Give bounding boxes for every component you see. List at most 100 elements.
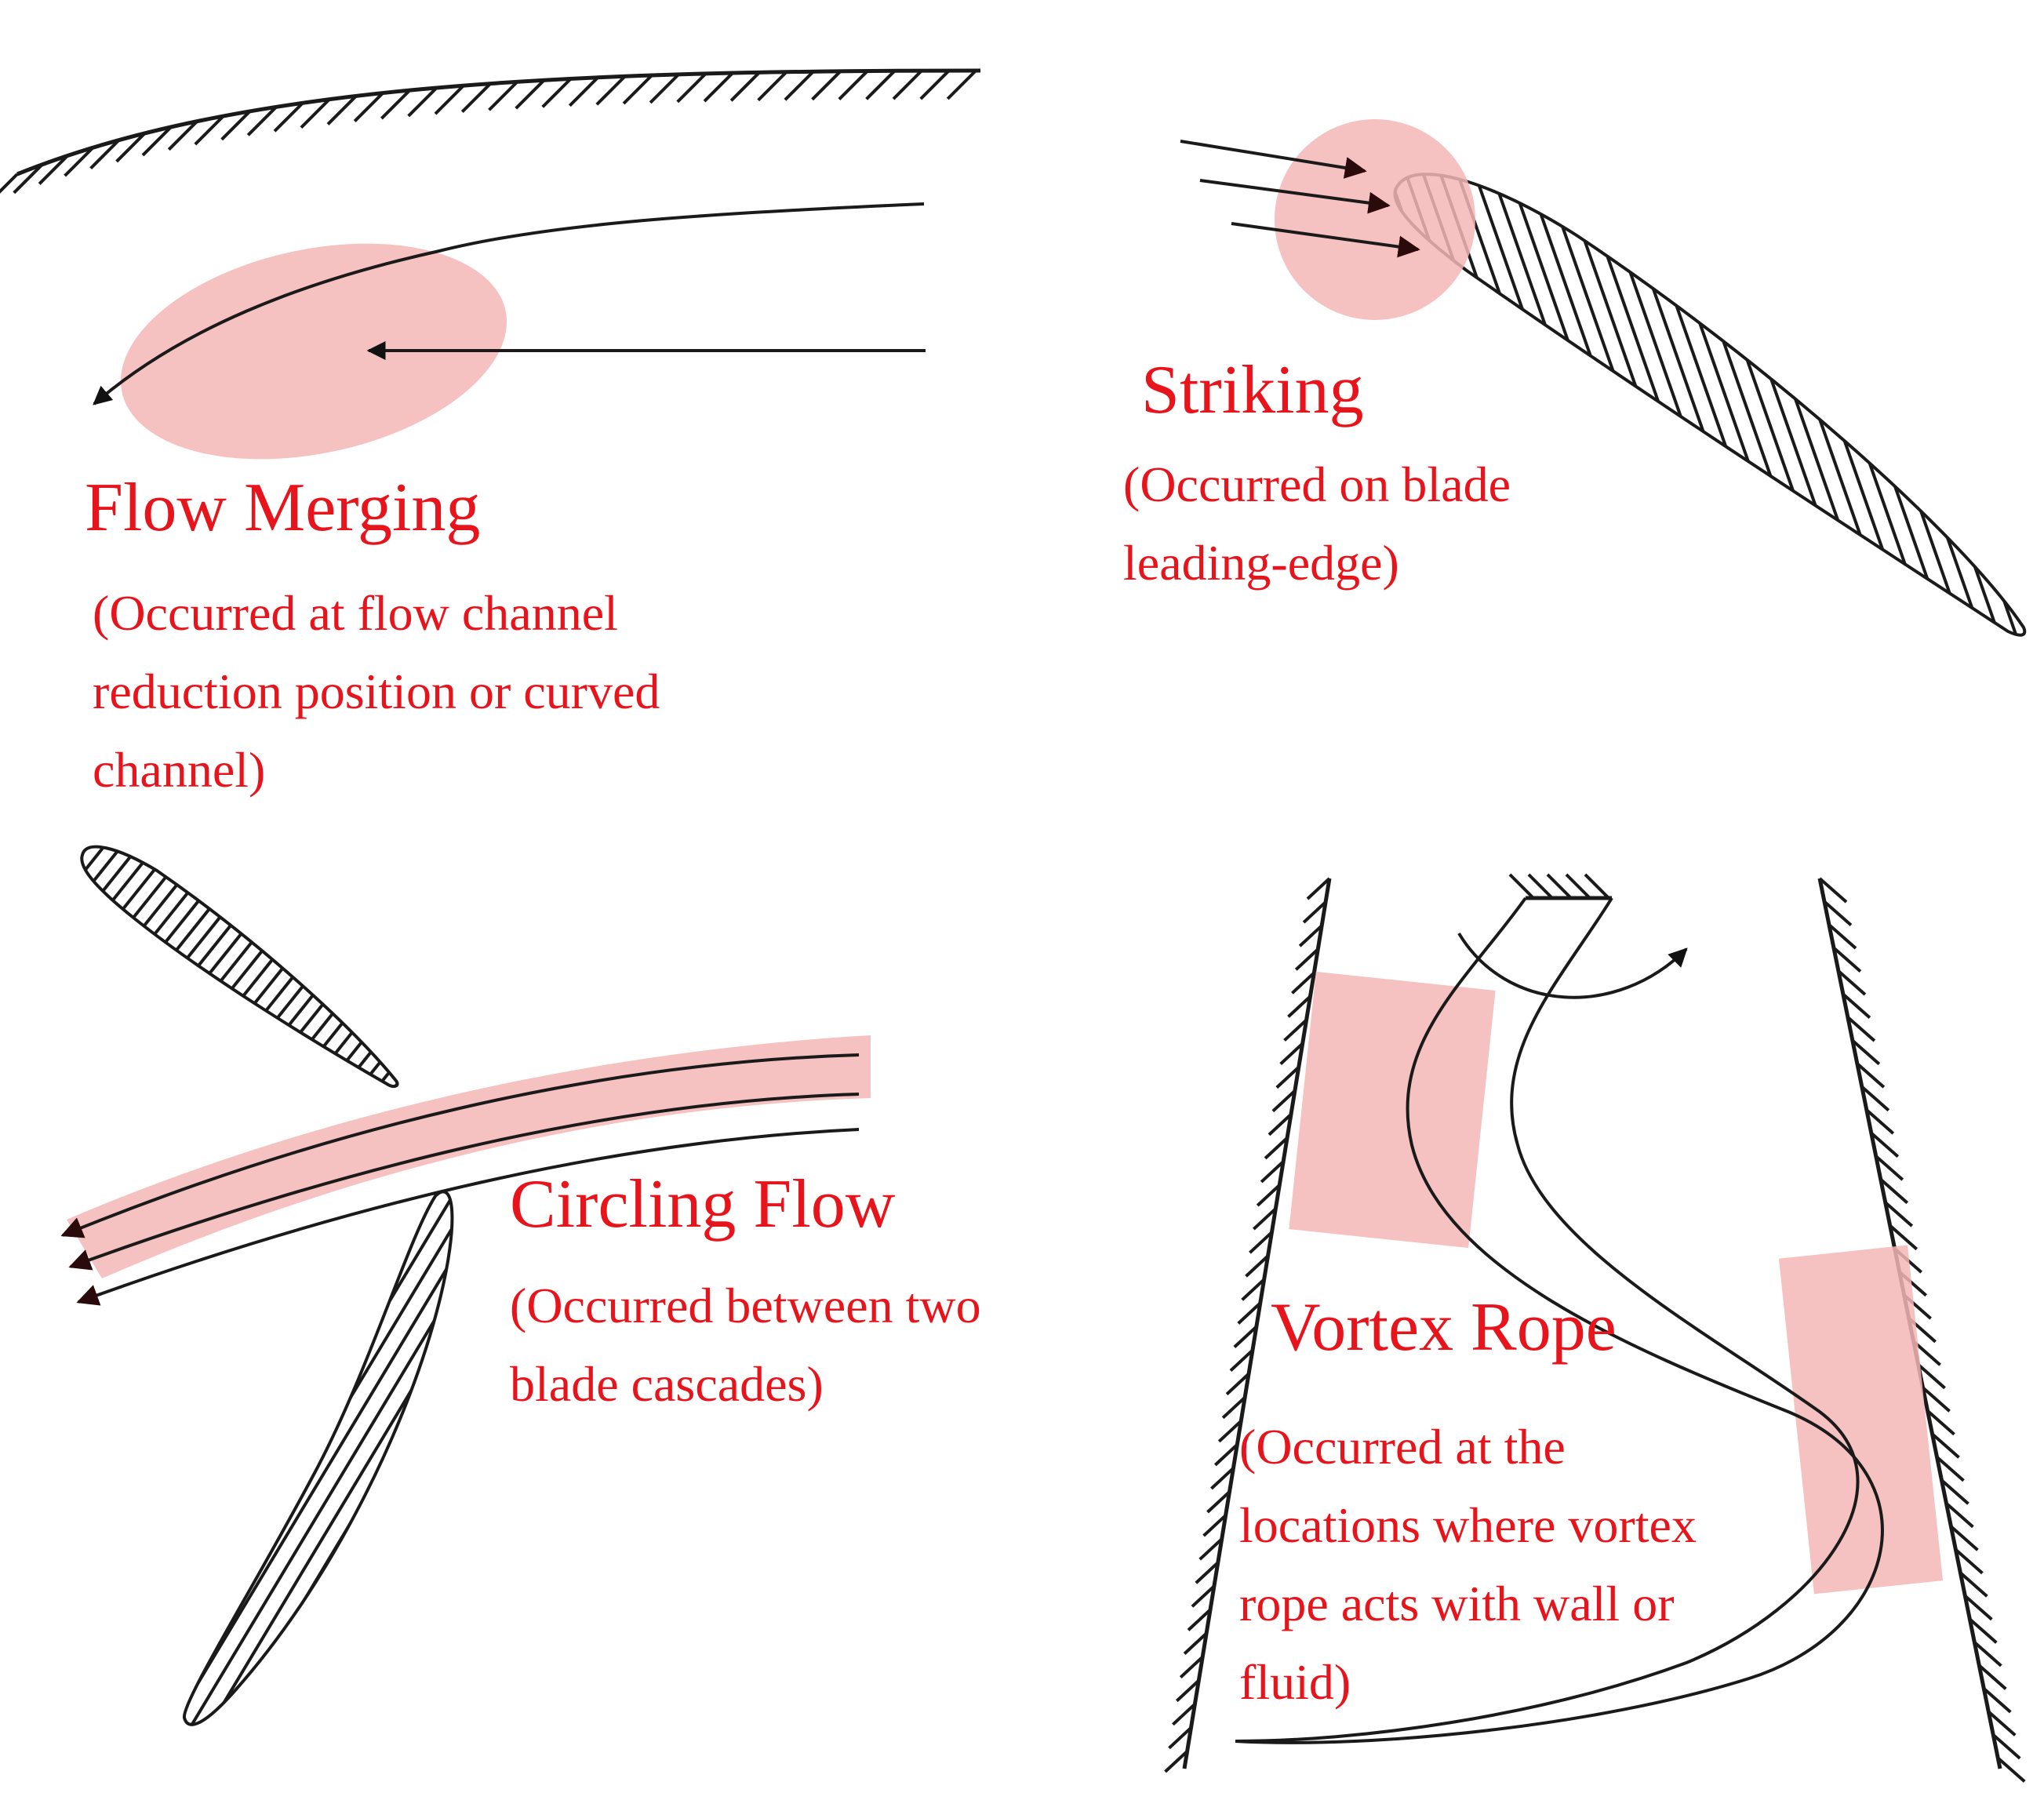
- wall-hatch-line: [568, 76, 599, 107]
- circling-flow-band: [67, 1035, 871, 1278]
- right-wall-hatch-line: [1991, 1733, 2021, 1760]
- right-wall-hatch-line: [1955, 1548, 1984, 1575]
- flow-merging-line-3: channel): [93, 742, 266, 798]
- blade-hatch-line: [229, 846, 398, 1087]
- wall-hatch-line: [167, 120, 198, 151]
- blade-hatch-line: [0, 1169, 55, 1741]
- wall-hatch-line: [757, 71, 788, 102]
- wall-hatch-line: [273, 101, 304, 133]
- wall-hatch-line: [13, 163, 44, 195]
- blade-hatch-line: [367, 846, 398, 1087]
- merge-highlight: [120, 243, 507, 460]
- wall-hatch-line: [946, 69, 977, 100]
- swirl-direction-arrow: [1457, 932, 1688, 999]
- right-wall-hatch-line: [1917, 1363, 1946, 1390]
- panel-flow-merging: [0, 68, 981, 460]
- striking-highlight: [1275, 119, 1475, 320]
- wall-hatch-line: [488, 80, 518, 111]
- blade-hatch-line: [177, 846, 394, 1087]
- left-wall-hatch-line: [1172, 1703, 1196, 1726]
- left-wall-hatching: [1164, 877, 1331, 1773]
- blade-hatch-line: [333, 846, 398, 1087]
- left-wall-hatch-line: [1179, 1656, 1204, 1679]
- flow-merging-line-2: reduction position or curved: [93, 664, 660, 719]
- runner-hub-hatching: [1508, 873, 1610, 900]
- wall-hatch-line: [407, 86, 438, 118]
- blade-hatch-line: [1861, 174, 2025, 635]
- left-wall-hatch-line: [1202, 1514, 1227, 1537]
- wall-hatch-line: [541, 77, 573, 108]
- blade-hatch-line: [350, 846, 398, 1087]
- blade-hatch-line: [1844, 174, 2020, 635]
- blade-hatch-line: [444, 1191, 453, 1725]
- wall-hatch-line: [380, 89, 411, 120]
- left-wall-hatch-line: [1237, 1301, 1262, 1325]
- blade-hatch-line: [387, 1191, 453, 1725]
- blade-hatch-line: [1792, 174, 1969, 635]
- right-wall-hatch-line: [1860, 1086, 1890, 1112]
- blade-hatch-line: [184, 1191, 320, 1725]
- blade-hatch-line: [293, 1191, 453, 1725]
- blade-hatch-line: [2017, 174, 2025, 635]
- blade-hatch-line: [82, 846, 169, 1087]
- circling-flow-description: (Occurred between two blade cascades): [510, 1267, 981, 1424]
- vortex-rope-line-1: (Occurred at the: [1239, 1419, 1566, 1475]
- wall-hatch-line: [89, 139, 121, 170]
- striking-blade: [1393, 173, 2027, 637]
- right-wall-hatch-line: [1875, 1155, 1904, 1181]
- blade-hatch-line: [1637, 174, 1813, 635]
- circling-streamline-1: [60, 1053, 860, 1238]
- right-wall-hatch-line: [1879, 1178, 1909, 1205]
- blade-hatch-line: [464, 1169, 808, 1741]
- vortex-rope-title: Vortex Rope: [1271, 1289, 1617, 1366]
- striking-title: Striking: [1141, 352, 1364, 428]
- blade-hatch-line: [212, 846, 398, 1087]
- wall-hatch-line: [811, 70, 842, 101]
- blade-hatch-line: [312, 1191, 453, 1725]
- blade-hatch-line: [82, 846, 83, 1087]
- channel-top-wall: [16, 68, 981, 176]
- right-wall-hatch-line: [1842, 993, 1871, 1020]
- right-wall-hatch-line: [1851, 1039, 1881, 1066]
- wall-hatch-line: [784, 70, 815, 101]
- blade-hatch-line: [2036, 149, 2044, 643]
- right-wall-hatch-line: [1977, 1664, 2007, 1690]
- blade-hatch-line: [184, 1191, 453, 1725]
- left-wall-hatch-line: [1253, 1207, 1277, 1231]
- left-wall-hatch-line: [1306, 877, 1331, 900]
- blade-hatch-line: [1758, 174, 1934, 635]
- wall-hatch-line: [865, 69, 897, 100]
- blade-hatch-line: [1689, 174, 1865, 635]
- hub-hatch-line: [1565, 873, 1591, 900]
- right-wall-hatch-line: [1818, 877, 1848, 904]
- left-wall-hatch-line: [1164, 1750, 1188, 1773]
- wall-hatch-line: [0, 173, 19, 194]
- wall-hatch-line: [326, 94, 358, 125]
- right-wall-hatch-line: [1823, 900, 1853, 927]
- left-wall-hatch-line: [1249, 1231, 1273, 1254]
- blade-hatch-line: [425, 1191, 453, 1725]
- blade-hatch-line: [1913, 174, 2025, 635]
- blade-hatch-line: [1654, 174, 1831, 635]
- blade-hatch-line: [82, 846, 100, 1087]
- circling-flow-title: Circling Flow: [510, 1166, 896, 1242]
- blade-hatch-line: [1516, 174, 1693, 635]
- blade-hatch-line: [1879, 174, 2025, 635]
- right-wall-hatch-line: [1828, 923, 1857, 950]
- right-wall-hatch-line: [1987, 1710, 2017, 1736]
- blade-hatch-line: [199, 1191, 453, 1725]
- wall-hatch-line: [38, 155, 69, 185]
- blade-hatch-line: [1551, 174, 1727, 635]
- right-wall-hatch-line: [1870, 1132, 1900, 1158]
- blade-hatch-line: [82, 846, 118, 1087]
- blade-hatch-line: [1533, 174, 1710, 635]
- channel-wall-hatching: [0, 69, 977, 195]
- blade-hatch-line: [184, 1191, 339, 1725]
- left-wall-hatch-line: [1229, 1349, 1254, 1373]
- blade-hatch-line: [1982, 174, 2025, 635]
- left-wall-hatch-line: [1198, 1537, 1224, 1561]
- left-wall-hatch-line: [1217, 1420, 1242, 1443]
- draft-tube-left-wall: [1182, 878, 1332, 1769]
- upper-blade-hatching: [82, 846, 398, 1087]
- vortex-rope-line-3: rope acts with wall or: [1239, 1576, 1675, 1631]
